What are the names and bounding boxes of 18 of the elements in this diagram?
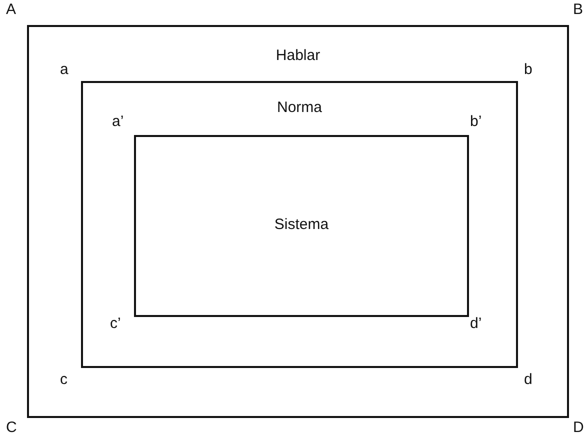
corner-label: a [60, 62, 68, 78]
rectangle-box [81, 81, 518, 368]
corner-label: B [573, 2, 584, 18]
box-title: Sistema [274, 216, 329, 233]
rectangle-box [134, 135, 469, 317]
corner-label: A [6, 2, 16, 18]
corner-label: c [60, 372, 68, 388]
corner-label: D [573, 420, 584, 436]
rectangle-box [27, 25, 569, 418]
corner-label: c’ [110, 316, 121, 332]
corner-label: a’ [112, 114, 124, 130]
box-title: Hablar [276, 47, 320, 64]
corner-label: d [524, 372, 532, 388]
corner-label: b [524, 62, 532, 78]
corner-label: C [6, 420, 17, 436]
box-title: Norma [276, 99, 322, 116]
corner-label: b’ [470, 114, 482, 130]
corner-label: d’ [470, 316, 482, 332]
